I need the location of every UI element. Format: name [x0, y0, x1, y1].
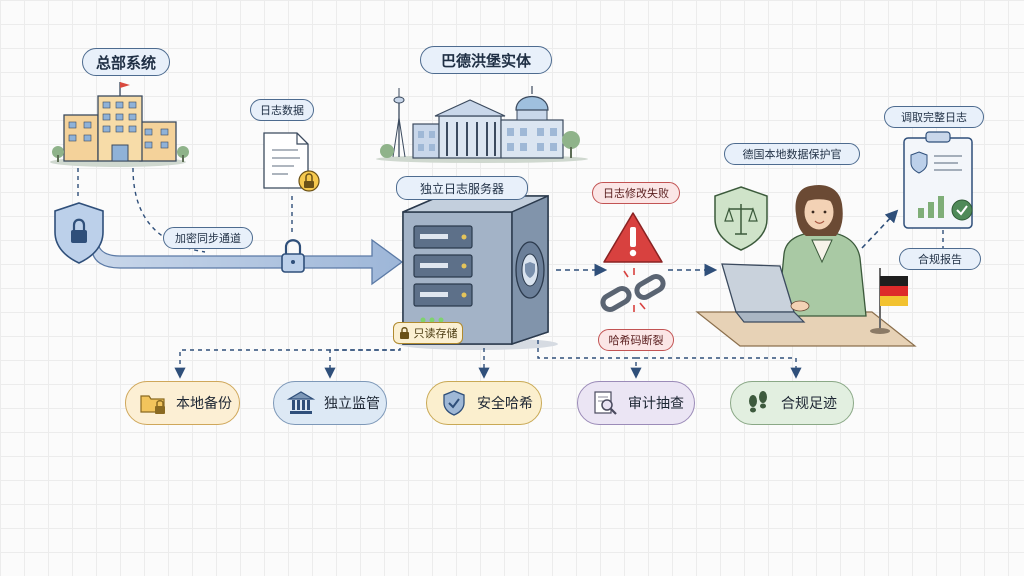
hq-building-icon — [50, 82, 189, 167]
encrypted-channel-label: 加密同步通道 — [163, 227, 253, 249]
justice-shield-icon — [714, 186, 768, 251]
warning-icon — [603, 212, 663, 263]
feature-label: 合规足迹 — [781, 396, 837, 412]
retrieve-logs-label: 调取完整日志 — [884, 106, 984, 128]
feature-local-backup: 本地备份 — [125, 381, 240, 425]
feature-compliance-footprints: 合规足迹 — [730, 381, 854, 425]
shield-check-icon — [443, 390, 465, 416]
feature-branches — [174, 340, 802, 379]
feature-label: 本地备份 — [176, 396, 232, 412]
encrypted-channel-arrow — [91, 238, 404, 286]
readonly-storage-text: 只读存储 — [413, 327, 458, 340]
magnifier-document-icon — [594, 391, 617, 415]
shield-lock-icon — [54, 202, 104, 264]
dpo-officer-icon — [695, 184, 917, 347]
feature-secure-hash: 安全哈希 — [426, 381, 542, 425]
readonly-storage-label: 只读存储 — [393, 322, 463, 344]
baden-entity-label: 巴德洪堡实体 — [420, 46, 552, 74]
document-icon — [263, 132, 309, 189]
lock-badge-icon — [298, 170, 320, 192]
padlock-icon — [281, 239, 305, 273]
folder-lock-icon — [140, 395, 165, 414]
log-data-label: 日志数据 — [250, 99, 314, 121]
hq-system-label: 总部系统 — [82, 48, 170, 76]
broken-chain-icon — [600, 268, 666, 312]
feature-independent-oversight: 独立监管 — [273, 381, 387, 425]
dpo-to-report-line — [861, 209, 899, 249]
feature-label: 审计抽查 — [628, 396, 684, 412]
german-flag-icon — [870, 268, 908, 334]
feature-audit-sampling: 审计抽查 — [577, 381, 695, 425]
institution-icon — [286, 391, 316, 414]
lock-icon — [399, 327, 409, 339]
compliance-report-label: 合规报告 — [899, 248, 981, 270]
baden-skyline-icon — [376, 86, 588, 163]
modify-failed-label: 日志修改失败 — [592, 182, 680, 204]
hash-broken-label: 哈希码断裂 — [598, 329, 674, 351]
log-server-label: 独立日志服务器 — [396, 176, 528, 200]
feature-label: 安全哈希 — [477, 396, 533, 412]
report-clipboard-icon — [903, 131, 973, 229]
dpo-label: 德国本地数据保护官 — [724, 143, 860, 165]
feature-label: 独立监管 — [324, 396, 380, 412]
footprints-icon — [749, 391, 767, 413]
hq-channel-line — [132, 167, 206, 253]
